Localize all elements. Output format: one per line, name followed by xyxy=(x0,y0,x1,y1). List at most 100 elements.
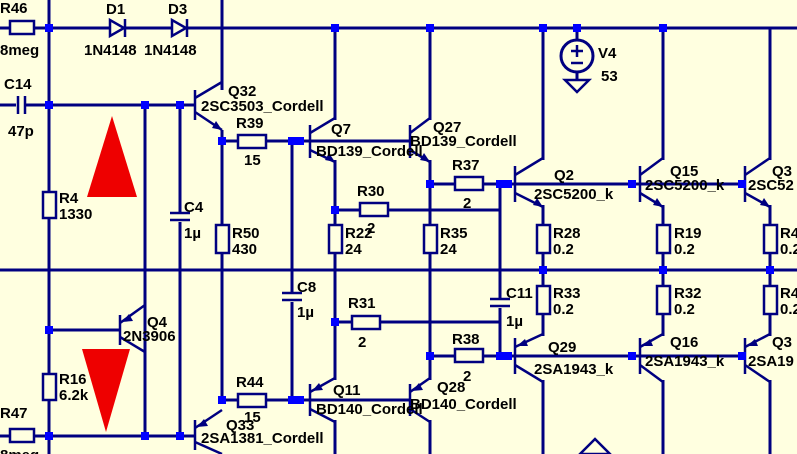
transistor-q16[interactable] xyxy=(638,332,664,384)
label-r4c-value: 0.2 xyxy=(780,301,797,318)
transistor-q33[interactable] xyxy=(193,408,223,454)
label-q4-value: 2N3906 xyxy=(123,328,176,345)
resistor-r28[interactable] xyxy=(535,223,552,255)
resistor-r50[interactable] xyxy=(214,223,231,255)
label-c8-value: 1µ xyxy=(297,304,314,321)
label-d1-value: 1N4148 xyxy=(84,42,137,59)
transistors xyxy=(118,80,771,454)
label-r4-ref: R4 xyxy=(59,190,79,207)
label-q27-value: BD139_Cordell xyxy=(410,133,517,150)
label-q3b-ref: Q3 xyxy=(772,334,792,351)
label-r33-ref: R33 xyxy=(553,285,581,302)
label-q4-ref: Q4 xyxy=(147,314,168,331)
label-r28-value: 0.2 xyxy=(553,241,574,258)
label-r37-ref: R37 xyxy=(452,157,480,174)
label-q3b-value: 2SA19 xyxy=(748,353,794,370)
diodes xyxy=(108,17,189,39)
transistor-q29[interactable] xyxy=(513,332,544,384)
resistor-r38[interactable] xyxy=(453,347,485,364)
label-r50-value: 430 xyxy=(232,241,257,258)
label-r30-ref: R30 xyxy=(357,183,385,200)
label-r39-value: 15 xyxy=(244,152,261,169)
label-q29-value: 2SA1943_k xyxy=(534,361,614,378)
resistor-r22[interactable] xyxy=(327,223,344,255)
resistor-r35[interactable] xyxy=(422,223,439,255)
label-r32-value: 0.2 xyxy=(674,301,695,318)
label-r47-ref: R47 xyxy=(0,405,28,422)
resistor-r4c[interactable] xyxy=(762,284,779,316)
label-r46-ref: R46 xyxy=(0,0,28,17)
resistor-r16[interactable] xyxy=(41,372,58,402)
resistor-r30[interactable] xyxy=(358,201,390,218)
label-r44-ref: R44 xyxy=(236,374,264,391)
transistor-q11[interactable] xyxy=(308,376,336,424)
ground-icon xyxy=(561,78,593,94)
label-q33-ref: Q33 xyxy=(226,417,254,434)
transistor-q2[interactable] xyxy=(513,156,544,209)
diode-d1[interactable] xyxy=(108,17,127,39)
resistor-r46[interactable] xyxy=(8,19,36,36)
label-q3-ref: Q3 xyxy=(772,163,792,180)
label-v4-ref: V4 xyxy=(598,45,617,62)
label-c4-value: 1µ xyxy=(184,225,201,242)
voltage-source-v4[interactable] xyxy=(559,38,595,94)
label-c4-ref: C4 xyxy=(184,199,204,216)
resistor-r37[interactable] xyxy=(453,175,485,192)
transistor-q4[interactable] xyxy=(118,303,146,354)
resistor-r33[interactable] xyxy=(535,284,552,316)
label-r16-ref: R16 xyxy=(59,371,87,388)
resistor-r32[interactable] xyxy=(655,284,672,316)
resistor-r39[interactable] xyxy=(236,133,268,150)
label-r32-ref: R32 xyxy=(674,285,702,302)
transistor-q28[interactable] xyxy=(408,376,431,424)
label-q28-value: BD140_Cordell xyxy=(410,396,517,413)
label-q7-value: BD139_Cordell xyxy=(316,143,423,160)
diode-d3[interactable] xyxy=(170,17,189,39)
transistor-q32[interactable] xyxy=(193,80,223,132)
label-q2-value: 2SC5200_k xyxy=(534,186,614,203)
label-q27-ref: Q27 xyxy=(433,119,461,136)
label-c11-ref: C11 xyxy=(506,285,533,302)
label-d3-value: 1N4148 xyxy=(144,42,197,59)
label-r46-value: 8meg xyxy=(0,42,39,59)
resistor-r4b[interactable] xyxy=(762,223,779,255)
label-q32-value: 2SC3503_Cordell xyxy=(201,98,324,115)
label-q33-value: 2SA1381_Cordell xyxy=(201,430,324,447)
probe-markers xyxy=(82,116,137,432)
resistor-r31[interactable] xyxy=(350,314,382,331)
label-c14-ref: C14 xyxy=(4,76,32,93)
resistor-r4[interactable] xyxy=(41,190,58,220)
label-r22-value: 24 xyxy=(345,241,362,258)
label-q2-ref: Q2 xyxy=(554,167,574,184)
label-r4-value: 1330 xyxy=(59,206,92,223)
label-c11-value: 1µ xyxy=(506,313,523,330)
label-r35-value: 24 xyxy=(440,241,457,258)
label-q16-value: 2SA1943_k xyxy=(645,353,725,370)
probe-arrow-down-icon xyxy=(82,349,130,432)
junctions xyxy=(45,24,774,440)
resistor-r44[interactable] xyxy=(236,392,268,409)
label-q3-value: 2SC52 xyxy=(748,177,794,194)
resistor-r19[interactable] xyxy=(655,223,672,255)
label-q11-value: BD140_Cordell xyxy=(316,401,423,418)
label-v4-value: 53 xyxy=(601,68,618,85)
label-q7-ref: Q7 xyxy=(331,121,351,138)
transistor-q27[interactable] xyxy=(408,117,431,164)
label-r4b-value: 0.2 xyxy=(780,241,797,258)
label-r44-value: 15 xyxy=(244,409,261,426)
resistors xyxy=(8,19,779,444)
ground-bottom xyxy=(578,437,612,454)
label-r39-ref: R39 xyxy=(236,115,264,132)
label-q32-ref: Q32 xyxy=(228,83,256,100)
label-r31-value: 2 xyxy=(358,334,366,351)
transistor-q15[interactable] xyxy=(638,156,664,209)
resistor-r47[interactable] xyxy=(8,427,36,444)
label-bottom-cut-value: 8meg xyxy=(0,447,39,454)
label-c8-ref: C8 xyxy=(297,279,316,296)
transistor-q7[interactable] xyxy=(308,116,336,164)
label-r31-ref: R31 xyxy=(348,295,376,312)
label-r35-ref: R35 xyxy=(440,225,468,242)
label-r22-ref: R22 xyxy=(345,225,373,242)
